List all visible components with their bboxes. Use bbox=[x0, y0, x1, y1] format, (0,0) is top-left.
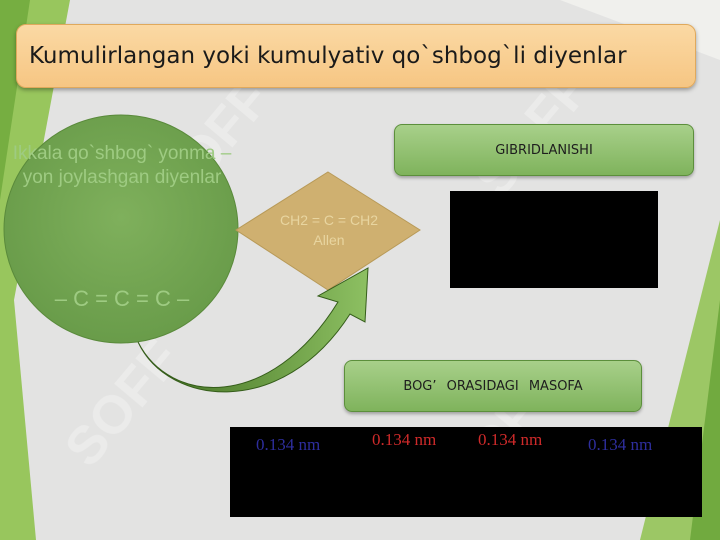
masofa-label-box: BOG’ ORASIDAGI MASOFA bbox=[344, 360, 642, 412]
hybridization-image-placeholder bbox=[450, 191, 658, 288]
page-title: Kumulirlangan yoki kumulyativ qo`shbog`l… bbox=[29, 43, 627, 69]
bond-length-4: 0.134 nm bbox=[588, 435, 653, 454]
allen-formula: CH2 = C = CH2 bbox=[279, 212, 379, 228]
bond-length-image bbox=[230, 427, 702, 517]
bond-length-1: 0.134 nm bbox=[256, 435, 321, 454]
circle-description: Ikkala qo`shbog` yonma – yon joylashgan … bbox=[12, 143, 232, 188]
circle-formula: – C = C = C – bbox=[54, 286, 190, 311]
allen-caption: Allen bbox=[313, 232, 345, 248]
bond-length-2: 0.134 nm bbox=[372, 430, 437, 449]
allen-label: CH2 = C = CH2 Allen bbox=[246, 210, 412, 250]
gibrid-label-box: GIBRIDLANISHI bbox=[394, 124, 694, 176]
bond-length-3: 0.134 nm bbox=[478, 430, 543, 449]
gibrid-label: GIBRIDLANISHI bbox=[495, 142, 593, 158]
curved-arrow bbox=[137, 267, 369, 393]
masofa-label: BOG’ ORASIDAGI MASOFA bbox=[403, 378, 583, 394]
left-green-stripe bbox=[0, 0, 70, 540]
title-banner: Kumulirlangan yoki kumulyativ qo`shbog`l… bbox=[16, 24, 696, 88]
